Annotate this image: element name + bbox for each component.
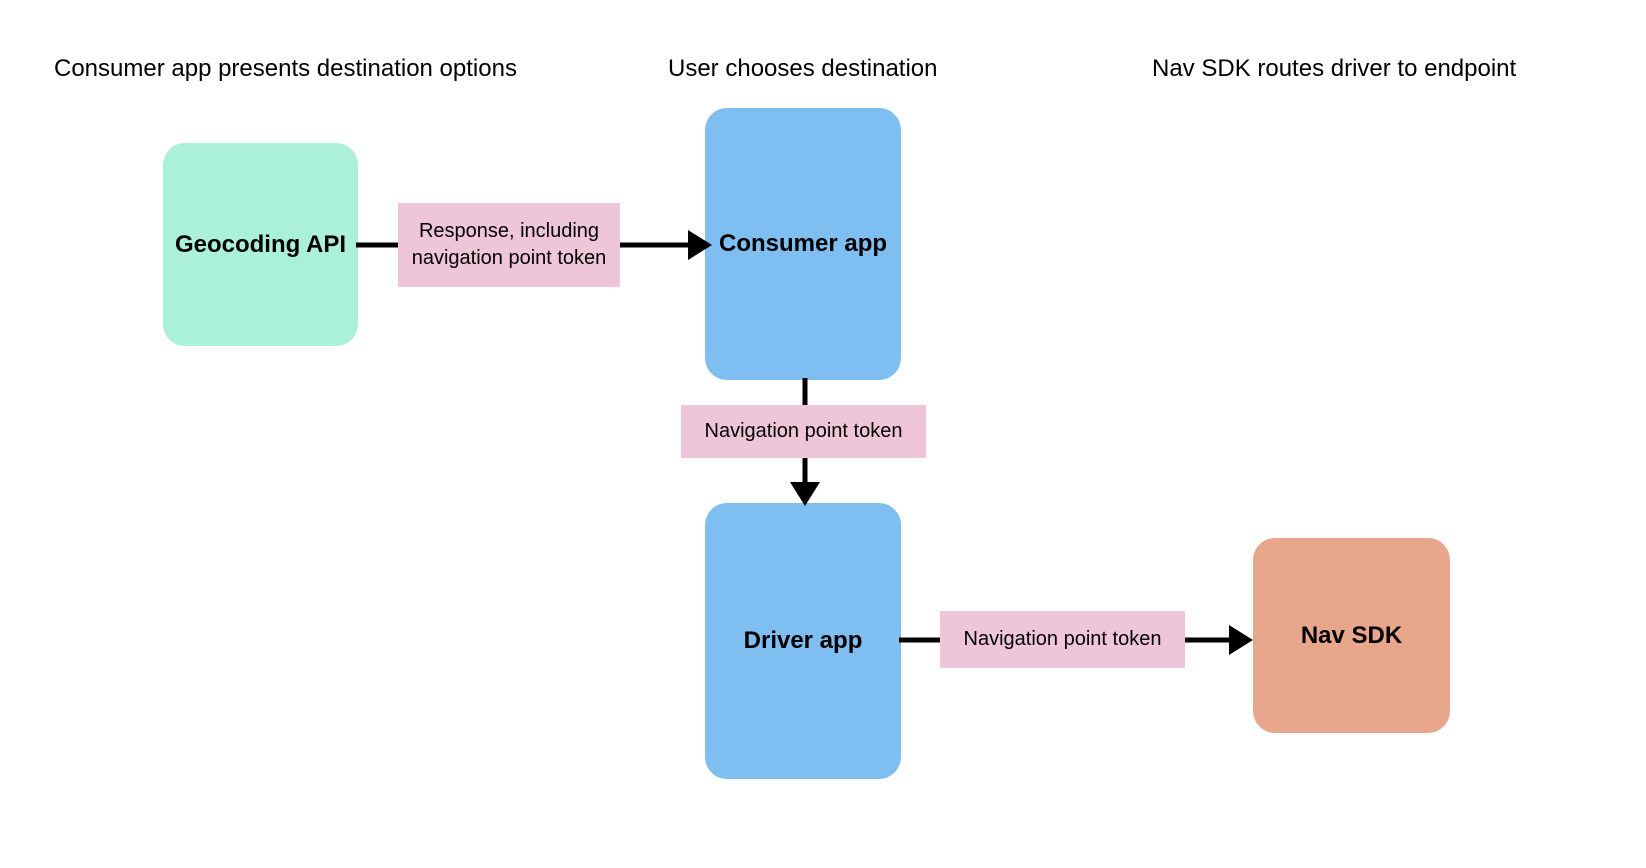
edge-label-text: Navigation point token xyxy=(963,628,1162,650)
edge-label-response-including-navigation-point-token: Response, including navigation point tok… xyxy=(398,203,620,287)
node-nav-sdk[interactable]: Nav SDK xyxy=(1253,538,1450,733)
node-geocoding-api-label: Geocoding API xyxy=(174,230,347,258)
arrowhead-right-icon xyxy=(688,230,712,260)
arrowhead-down-icon xyxy=(790,482,820,506)
column-header-consumer-app-presents-destination-options: Consumer app presents destination option… xyxy=(54,55,517,82)
node-nav-sdk-label: Nav SDK xyxy=(1300,621,1403,649)
column-header-user-chooses-destination: User chooses destination xyxy=(668,55,938,82)
edge-label-text: Navigation point token xyxy=(704,420,903,442)
node-consumer-app-label: Consumer app xyxy=(718,230,888,257)
edge-label-navigation-point-token-driver-navsdk: Navigation point token xyxy=(940,611,1185,668)
edge-label-navigation-point-token-consumer-driver: Navigation point token xyxy=(681,405,926,458)
node-driver-app[interactable]: Driver app xyxy=(705,503,901,779)
column-header-nav-sdk-routes-driver-to-endpoint: Nav SDK routes driver to endpoint xyxy=(1152,55,1517,82)
node-consumer-app[interactable]: Consumer app xyxy=(705,108,901,380)
edge-label-text: Response, including navigation point tok… xyxy=(411,220,607,269)
node-geocoding-api[interactable]: Geocoding API xyxy=(163,143,358,346)
arrowhead-right-icon xyxy=(1229,625,1253,655)
node-driver-app-label: Driver app xyxy=(743,627,863,654)
